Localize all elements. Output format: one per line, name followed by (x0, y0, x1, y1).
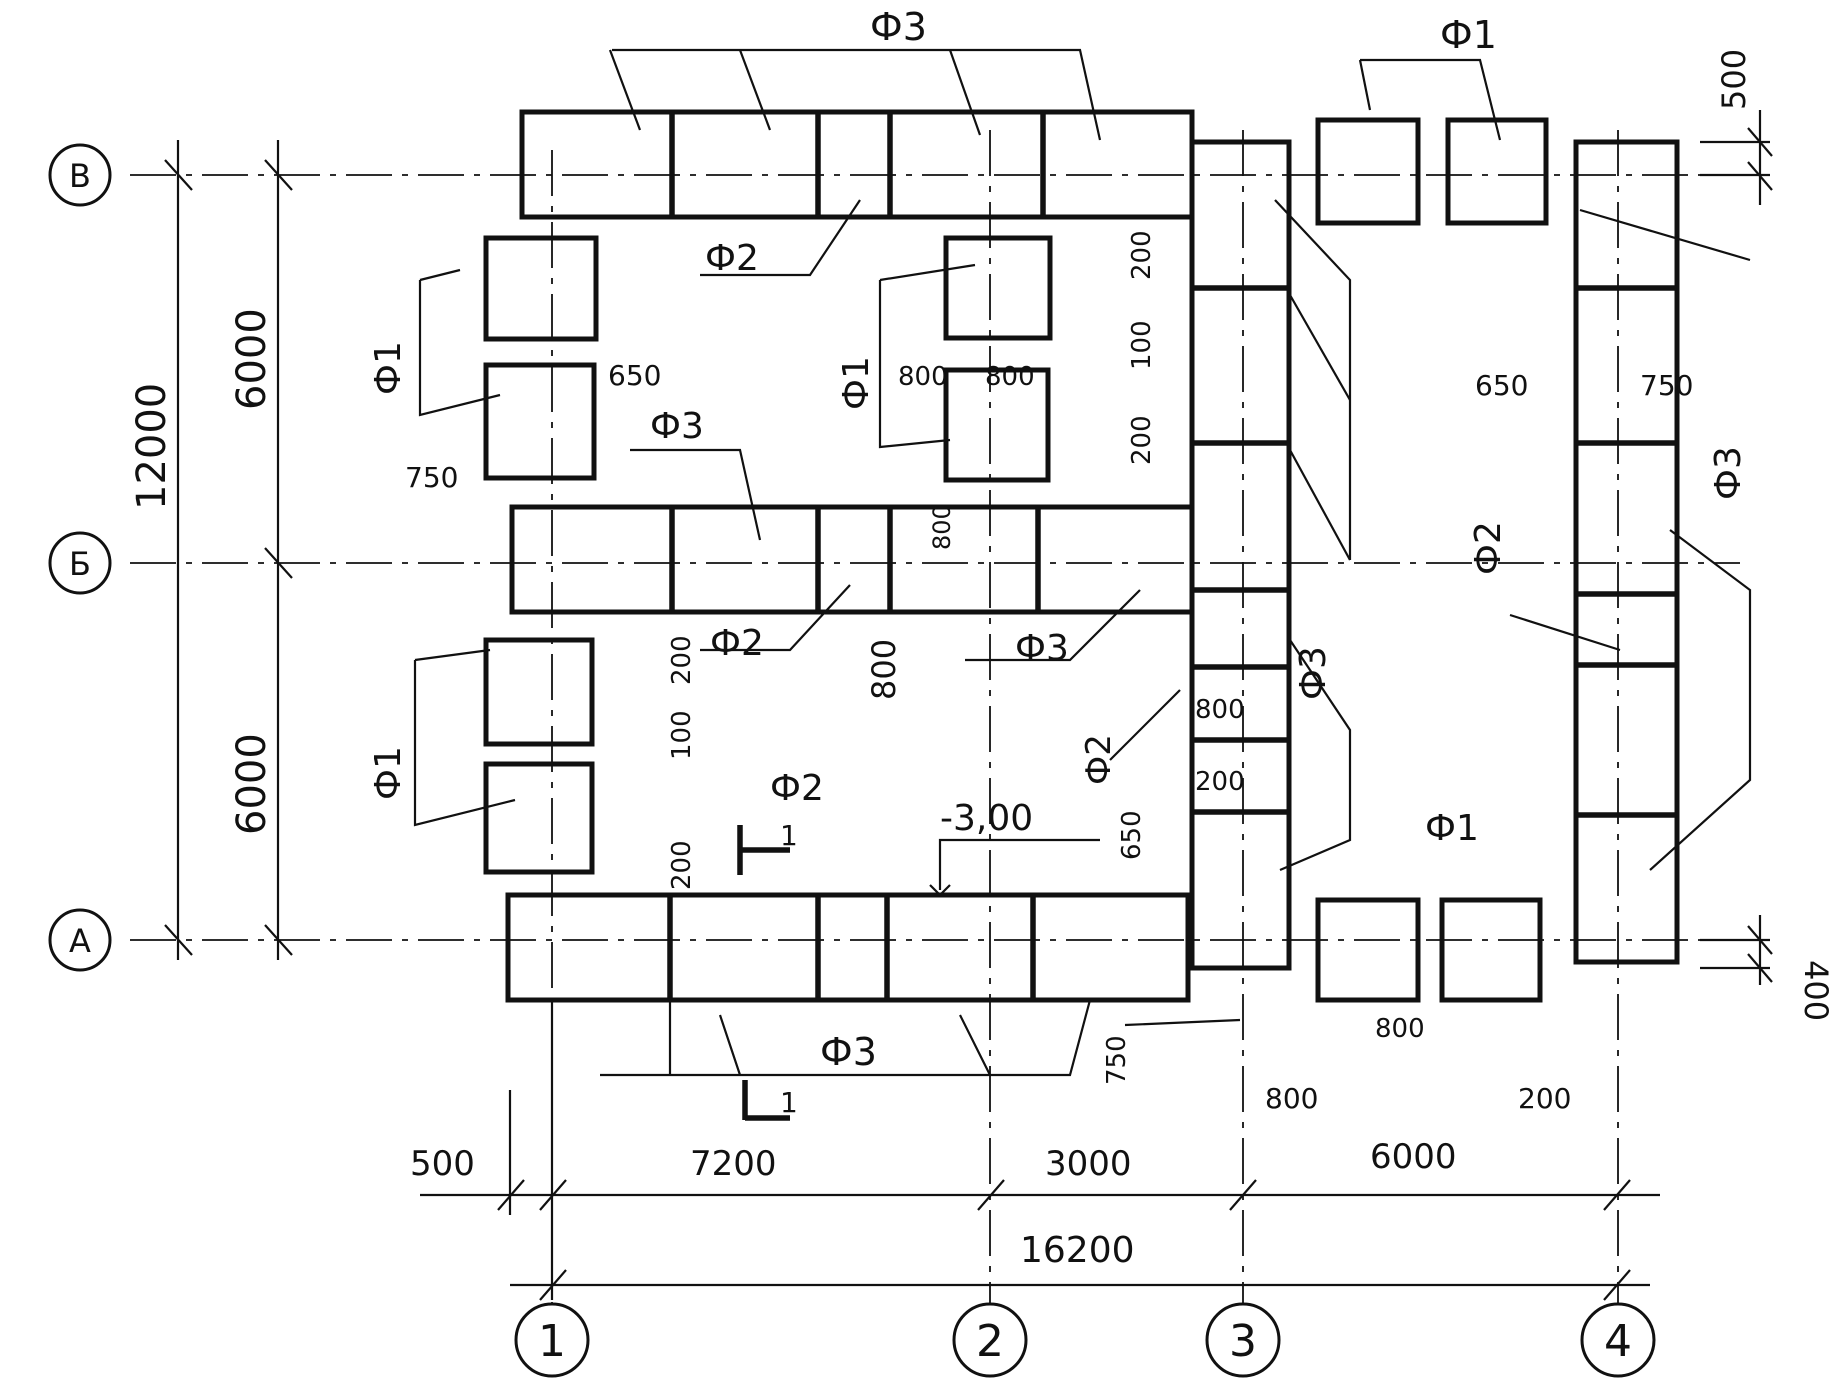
note-650-right: 650 (1475, 369, 1528, 402)
axis-label-1: 1 (538, 1316, 566, 1367)
dim-left-upper: 6000 (229, 308, 275, 410)
dim-left-total: 12000 (129, 383, 175, 510)
axis-bubble-3 (1205, 1302, 1281, 1378)
axis-label-2: 2 (976, 1316, 1004, 1367)
section-label-top: 1 (780, 819, 798, 852)
mark-f2-bottom: Ф2 (770, 768, 824, 809)
note-100-top: 100 (1127, 320, 1157, 370)
mark-f1-left-top: Ф1 (368, 341, 409, 395)
dim-bottom-total: 16200 (1020, 1230, 1135, 1271)
note-200-left-low: 200 (667, 840, 697, 890)
axis-label-4: 4 (1604, 1316, 1632, 1367)
axis-bubble-2 (952, 1302, 1028, 1378)
mark-f3-middle: Ф3 (650, 406, 704, 447)
dim-bottom-7200: 7200 (690, 1144, 777, 1184)
note-800-a: 800 (898, 362, 948, 392)
note-200-mid: 200 (1127, 415, 1157, 465)
note-800-c: 800 (928, 504, 956, 550)
mark-f3-middle-right: Ф3 (1015, 628, 1069, 669)
mark-f2-col4: Ф2 (1468, 521, 1509, 575)
drawing-labels: Ф3 Ф1 Ф2 Ф1 Ф1 Ф3 Ф2 Ф3 Ф1 Ф2 Ф2 Ф3 Ф1 Ф… (129, 5, 1835, 1271)
mark-f3-col3: Ф3 (1293, 646, 1334, 700)
axis-bubble-a (48, 908, 112, 972)
foundation-blocks (483, 109, 1680, 1003)
dim-bottom-6000: 6000 (1370, 1137, 1457, 1177)
note-800-col3-b: 200 (1195, 767, 1245, 797)
mark-f2-col3: Ф2 (1079, 734, 1119, 785)
dim-right-top: 500 (1715, 49, 1753, 110)
axis-label-3: 3 (1229, 1316, 1257, 1367)
section-label-bottom: 1 (780, 1086, 798, 1119)
dim-left-lower: 6000 (229, 733, 275, 835)
axis-bubble-b (48, 531, 112, 595)
mark-f1-bottom-right: Ф1 (1425, 808, 1479, 849)
dim-right-bottom: 400 (1797, 960, 1835, 1021)
elevation-mark: -3,00 (940, 798, 1033, 839)
axis-lines (130, 130, 1740, 1310)
note-800-col3-a: 800 (1195, 695, 1245, 725)
axis-label-b: Б (69, 545, 91, 583)
row-axis-markers: В Б А (48, 143, 112, 972)
section-marks: 1 1 (737, 819, 798, 1121)
note-200-left-mid: 200 (667, 635, 697, 685)
note-100-bottom: 800 (1375, 1014, 1425, 1044)
note-200-bottom-b: 200 (1518, 1082, 1571, 1115)
note-100-left: 100 (667, 710, 697, 760)
mark-f2-top: Ф2 (705, 238, 759, 279)
note-750-right: 750 (1640, 369, 1693, 402)
dim-bottom-500: 500 (410, 1144, 475, 1184)
mark-f3-col4: Ф3 (1708, 446, 1749, 500)
mark-f1-left-bottom: Ф1 (368, 746, 409, 800)
axis-label-v: В (69, 157, 91, 195)
mark-f1-center: Ф1 (836, 356, 877, 410)
note-200-top: 200 (1127, 230, 1157, 280)
axis-bubble-1 (514, 1302, 590, 1378)
note-750-low: 750 (1102, 1035, 1132, 1085)
note-800-b: 800 (985, 362, 1035, 392)
mark-f3-top: Ф3 (870, 5, 927, 49)
dimension-lines (164, 48, 1773, 1301)
note-650-low: 650 (1117, 810, 1147, 860)
mark-f2-middle: Ф2 (710, 623, 764, 664)
mark-f3-bottom: Ф3 (820, 1030, 877, 1074)
note-200-bottom-a: 800 (1265, 1082, 1318, 1115)
mark-f1-top: Ф1 (1440, 13, 1497, 57)
note-750-left: 750 (405, 461, 458, 494)
dim-bottom-3000: 3000 (1045, 1144, 1132, 1184)
axis-bubble-v (48, 143, 112, 207)
axis-label-a: А (69, 922, 91, 960)
axis-bubble-4 (1580, 1302, 1656, 1378)
note-800-vert: 800 (865, 639, 903, 700)
column-axis-markers: 1 2 3 4 (514, 1302, 1656, 1378)
note-650-left: 650 (608, 359, 661, 392)
